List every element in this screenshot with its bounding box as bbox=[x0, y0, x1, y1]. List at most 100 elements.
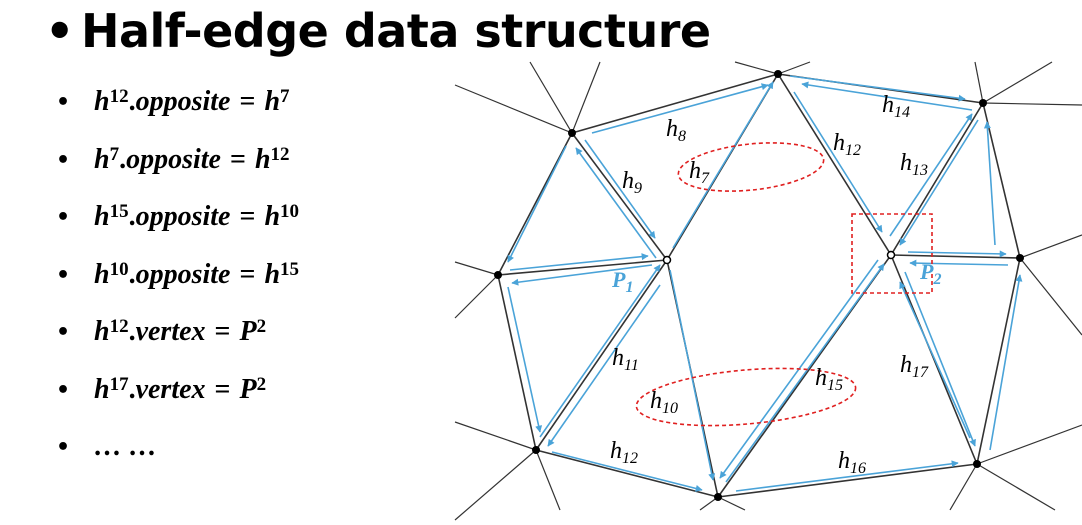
half-edge-arrow bbox=[725, 263, 885, 483]
equals-sign: = bbox=[229, 143, 246, 175]
bullet-dot: • bbox=[56, 435, 71, 460]
boundary-edge bbox=[1019, 257, 1082, 336]
boundary-edge bbox=[717, 496, 746, 511]
lhs-sub: 12 bbox=[109, 86, 129, 107]
label-h12-top: h12 bbox=[833, 130, 861, 159]
label-h7: h7 bbox=[689, 158, 710, 187]
rhs-var: h bbox=[264, 201, 281, 232]
equals-sign: = bbox=[239, 201, 256, 232]
vertex-dot bbox=[568, 129, 576, 137]
boundary-edges bbox=[454, 61, 1082, 521]
dot-operator: . bbox=[128, 86, 136, 117]
half-edge-arrow bbox=[509, 253, 649, 271]
field-name: opposite bbox=[135, 258, 231, 290]
boundary-edge bbox=[974, 61, 984, 104]
half-edge-arrow bbox=[909, 259, 1009, 267]
label-h10: h10 bbox=[650, 388, 678, 417]
half-edge-arrow bbox=[575, 147, 657, 259]
lhs-var: h bbox=[94, 258, 110, 290]
half-edge-arrow bbox=[801, 81, 973, 111]
vertex-dot bbox=[979, 99, 987, 107]
half-edge-arrow bbox=[511, 264, 653, 286]
equals-sign: = bbox=[239, 86, 256, 117]
mesh-edge bbox=[571, 132, 668, 261]
lhs-sub: 17 bbox=[109, 373, 129, 395]
half-edge-arrow bbox=[989, 274, 1023, 451]
boundary-edge bbox=[571, 61, 601, 134]
mesh-edge bbox=[777, 73, 892, 256]
opposite-pair-ellipse-top bbox=[677, 142, 825, 192]
boundary-edge bbox=[982, 102, 1082, 106]
field-name: opposite bbox=[126, 143, 221, 175]
vertex-dot bbox=[774, 70, 782, 78]
boundary-edge bbox=[529, 61, 573, 134]
mesh-edge bbox=[535, 449, 719, 498]
half-edge-arrow bbox=[672, 81, 774, 249]
slide-title: •Half-edge data structure bbox=[45, 4, 711, 58]
boundary-edge bbox=[454, 261, 499, 276]
half-edge-arrow bbox=[899, 119, 979, 246]
label-h8: h8 bbox=[666, 116, 686, 145]
mesh-edge bbox=[717, 463, 978, 498]
half-edge-arrow bbox=[669, 269, 716, 481]
half-edge-arrow bbox=[547, 284, 661, 447]
half-edge-arrow bbox=[507, 286, 543, 433]
half-edge-arrow bbox=[735, 460, 959, 492]
field-name: opposite bbox=[135, 201, 231, 232]
boundary-edge bbox=[454, 421, 537, 451]
bullet-dot: • bbox=[56, 377, 71, 403]
mesh-edge bbox=[982, 102, 1021, 259]
rhs-var: h bbox=[264, 258, 281, 290]
lhs-sub: 12 bbox=[109, 316, 129, 337]
lhs-sub: 7 bbox=[109, 143, 120, 165]
mesh-edge bbox=[976, 257, 1021, 465]
lhs-var: h bbox=[94, 316, 110, 347]
dot-operator: . bbox=[128, 201, 136, 232]
half-edge-arrow bbox=[899, 281, 971, 439]
dot-operator: . bbox=[119, 143, 127, 175]
rhs-sub: 12 bbox=[270, 143, 290, 165]
half-edge-arrow bbox=[591, 83, 769, 134]
edge-labels: h8 h7 h9 h12 h13 h14 h11 h10 h12 h15 h16… bbox=[610, 92, 929, 477]
half-edge-arrow bbox=[793, 91, 883, 233]
half-edges bbox=[507, 75, 1023, 492]
label-p1: P1 bbox=[611, 267, 633, 296]
half-edge-arrow bbox=[907, 250, 1007, 258]
equals-sign: = bbox=[239, 258, 256, 290]
bullet-dot: • bbox=[56, 320, 71, 345]
boundary-edge bbox=[976, 463, 1056, 511]
rhs-var: h bbox=[254, 143, 271, 175]
rhs-var: P bbox=[239, 373, 257, 405]
lhs-var: h bbox=[94, 201, 110, 232]
half-edge-arrow bbox=[551, 451, 703, 492]
bullet-dot: • bbox=[56, 90, 71, 115]
point-labels: P1 P2 bbox=[611, 259, 941, 296]
vertex-dot bbox=[973, 460, 981, 468]
dot-operator: . bbox=[128, 258, 136, 290]
vertex-dot bbox=[532, 446, 540, 454]
label-p2: P2 bbox=[919, 259, 941, 288]
bullet-dot: • bbox=[56, 262, 71, 288]
rhs-var: h bbox=[264, 86, 281, 117]
boundary-edge bbox=[982, 61, 1053, 104]
half-edge-arrow bbox=[889, 113, 973, 237]
highlights bbox=[635, 142, 933, 427]
label-h13: h13 bbox=[900, 150, 928, 179]
bullet-dot: • bbox=[56, 205, 71, 230]
mesh-edges bbox=[497, 73, 1021, 498]
mesh-edge bbox=[497, 274, 537, 451]
boundary-edge bbox=[777, 61, 811, 75]
mesh-edge bbox=[571, 73, 779, 134]
lhs-sub: 10 bbox=[109, 258, 129, 280]
rhs-sub: 7 bbox=[280, 86, 290, 107]
half-edge-arrow bbox=[904, 271, 976, 447]
label-h16: h16 bbox=[838, 448, 866, 477]
bullet-dot: • bbox=[56, 147, 71, 173]
